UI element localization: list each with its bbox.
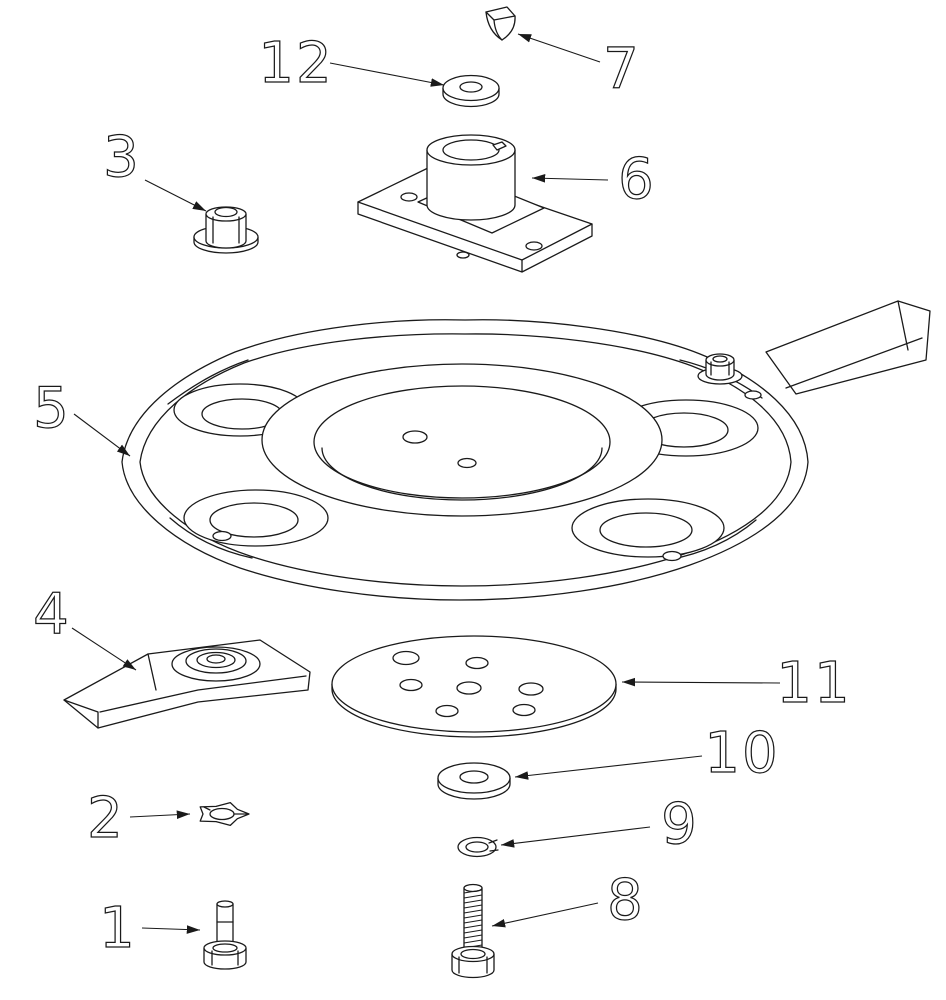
callout-9: 9 bbox=[661, 792, 699, 857]
callout-3: 3 bbox=[103, 125, 141, 190]
callout-labels: 12 7 3 6 5 4 11 10 9 8 2 1 bbox=[33, 30, 851, 961]
leader-8 bbox=[491, 902, 599, 928]
leader-11 bbox=[621, 677, 781, 687]
callout-5: 5 bbox=[33, 376, 71, 441]
disc-mounted-nut bbox=[697, 353, 743, 385]
leader-1 bbox=[141, 925, 201, 934]
callout-12: 12 bbox=[258, 31, 333, 96]
leader-2 bbox=[129, 810, 191, 819]
blade-disc-part bbox=[121, 300, 931, 601]
disc-mounted-blade bbox=[765, 300, 931, 395]
flat-washer-bottom-part bbox=[437, 762, 511, 800]
callout-7: 7 bbox=[603, 37, 641, 102]
blade-adapter-part bbox=[357, 134, 593, 273]
swing-blade-part bbox=[63, 639, 311, 729]
flat-washer-top-part bbox=[442, 74, 500, 108]
callout-4: 4 bbox=[33, 582, 71, 647]
cover-plate-part bbox=[331, 635, 617, 738]
flange-nut-part bbox=[193, 206, 259, 254]
tooth-lock-washer-part bbox=[199, 801, 250, 827]
leader-10 bbox=[514, 755, 703, 780]
callout-1: 1 bbox=[99, 896, 137, 961]
callout-8: 8 bbox=[607, 868, 645, 933]
long-bolt-part bbox=[451, 883, 495, 979]
callout-6: 6 bbox=[618, 147, 656, 212]
woodruff-key-part bbox=[485, 6, 516, 41]
callout-11: 11 bbox=[776, 651, 851, 716]
split-lock-washer-part bbox=[457, 836, 499, 858]
leader-4 bbox=[71, 627, 137, 671]
leader-7 bbox=[517, 33, 601, 63]
leader-9 bbox=[500, 826, 651, 848]
short-bolt-part bbox=[203, 900, 247, 970]
callout-2: 2 bbox=[87, 786, 125, 851]
leader-3 bbox=[144, 179, 207, 212]
leader-12 bbox=[329, 62, 445, 87]
callout-10: 10 bbox=[704, 721, 779, 786]
leader-5 bbox=[73, 413, 131, 457]
leader-lines bbox=[71, 33, 781, 934]
leader-6 bbox=[531, 174, 609, 183]
